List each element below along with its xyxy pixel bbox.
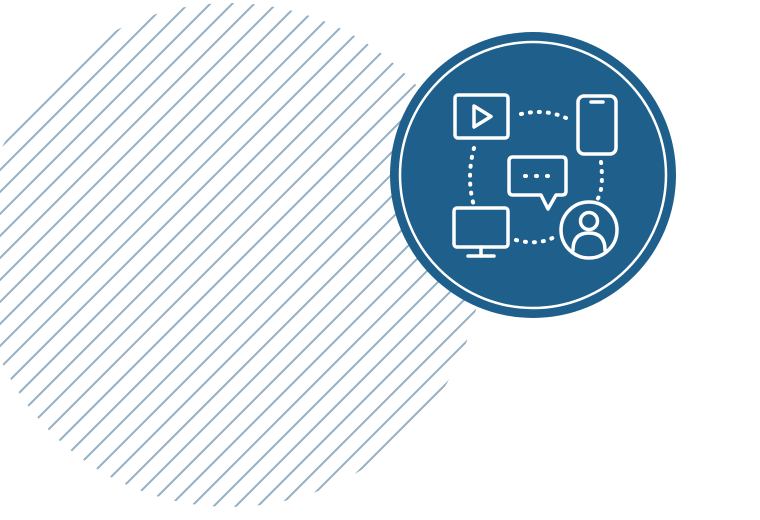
hatch-stripe xyxy=(89,3,482,507)
video-play-icon xyxy=(453,93,510,140)
hatch-stripe xyxy=(0,3,17,507)
hatch-stripe xyxy=(0,3,193,507)
hatch-stripe xyxy=(243,3,482,507)
badge-inner-ring xyxy=(398,40,668,310)
hatch-stripe xyxy=(0,3,303,507)
hatch-stripe xyxy=(0,3,215,507)
hatch-stripe xyxy=(111,3,482,507)
hatch-stripe xyxy=(0,3,105,507)
hatch-stripe xyxy=(0,3,171,507)
monitor-icon xyxy=(452,206,510,258)
hatch-stripe xyxy=(0,3,482,507)
hatch-stripe xyxy=(0,3,325,507)
badge-circle xyxy=(390,32,676,318)
hatch-stripe xyxy=(287,3,482,507)
hatch-stripe xyxy=(0,3,149,507)
hatch-stripe xyxy=(0,3,413,507)
smartphone-icon xyxy=(576,94,618,156)
hatch-stripe xyxy=(0,3,237,507)
hatch-stripe xyxy=(0,3,259,507)
dotted-connection-loop xyxy=(468,110,604,245)
hatch-stripe xyxy=(133,3,482,507)
hatch-stripe xyxy=(0,3,391,507)
user-avatar-icon xyxy=(559,200,619,260)
hatch-stripe xyxy=(67,3,482,507)
hatch-stripe xyxy=(0,3,281,507)
hatch-stripe xyxy=(0,3,369,507)
hatch-stripe xyxy=(265,3,482,507)
channel-badge xyxy=(390,32,676,318)
hatch-stripe xyxy=(0,3,347,507)
hatch-stripe xyxy=(155,3,482,507)
chat-bubble-icon xyxy=(507,155,568,211)
hatch-stripe xyxy=(221,3,482,507)
hatch-stripe xyxy=(0,3,61,507)
hatch-stripe xyxy=(309,3,482,507)
